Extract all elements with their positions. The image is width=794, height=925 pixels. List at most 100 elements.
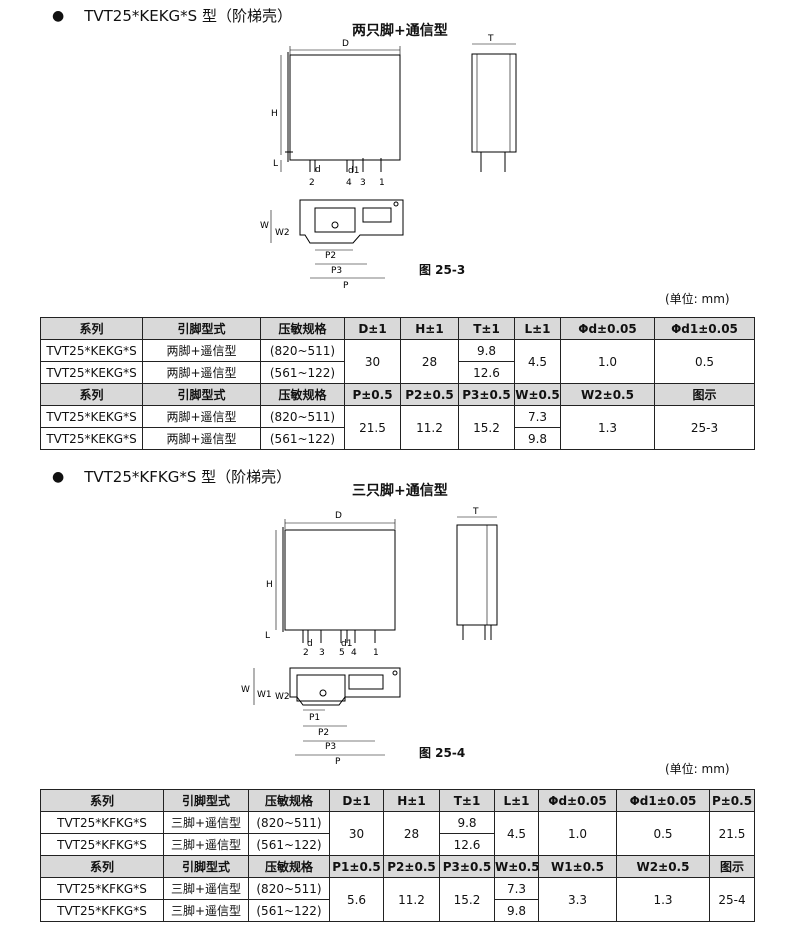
- spec-table: 系列 引脚型式 压敏规格 D±1 H±1 T±1 L±1 Φd±0.05 Φd1…: [40, 789, 755, 922]
- table-row: TVT25*KFKG*S 三脚+遥信型 (561~122) 9.8: [40, 899, 755, 922]
- dim-label-H: H: [266, 580, 273, 590]
- cell-varistor: (820~511): [248, 811, 330, 834]
- cell-varistor: (561~122): [248, 899, 330, 922]
- cell-series: TVT25*KEKG*S: [40, 361, 143, 384]
- col-header: W2±0.5: [616, 855, 710, 878]
- col-header: P3±0.5: [439, 855, 495, 878]
- table-row: TVT25*KEKG*S 两脚+遥信型 (561~122) 9.8: [40, 427, 755, 450]
- col-header: L±1: [494, 789, 539, 812]
- heading-suffix: 型（阶梯壳）: [196, 468, 292, 486]
- col-header: T±1: [458, 317, 515, 340]
- dim-label-d1: d1: [341, 639, 352, 649]
- cell-T: 9.8: [458, 339, 515, 362]
- unit-note: (单位: mm): [665, 292, 730, 306]
- heading-model: TVT25*KEKG*S: [84, 7, 198, 25]
- table-row: TVT25*KEKG*S 两脚+遥信型 (820~511) 30 28 9.8 …: [40, 339, 755, 384]
- cell-P: 21.5: [709, 811, 755, 856]
- col-header: L±1: [514, 317, 561, 340]
- pin-number: 5: [339, 648, 345, 658]
- dim-label-P1: P1: [309, 713, 320, 723]
- cell-pin: 两脚+遥信型: [142, 339, 261, 362]
- cell-varistor: (820~511): [260, 339, 345, 362]
- col-header: 系列: [40, 855, 164, 878]
- dim-label-H: H: [271, 109, 278, 119]
- pin-number: 4: [351, 648, 357, 658]
- col-header: P±0.5: [344, 383, 401, 406]
- dim-label-L: L: [265, 631, 270, 641]
- col-header: 图示: [654, 383, 755, 406]
- cell-W: 9.8: [494, 899, 539, 922]
- cell-series: TVT25*KEKG*S: [40, 427, 143, 450]
- cell-pin: 两脚+遥信型: [142, 405, 261, 428]
- cell-D: 30: [329, 811, 384, 856]
- cell-T: 12.6: [458, 361, 515, 384]
- cell-series: TVT25*KFKG*S: [40, 877, 164, 900]
- cell-P3: 15.2: [439, 877, 495, 922]
- cell-P2: 11.2: [383, 877, 440, 922]
- dim-label-d1: d1: [348, 166, 359, 176]
- col-header: T±1: [439, 789, 495, 812]
- col-header: W1±0.5: [538, 855, 617, 878]
- cell-varistor: (561~122): [260, 427, 345, 450]
- dim-label-d: d: [315, 165, 321, 175]
- cell-d: 1.0: [560, 339, 655, 384]
- cell-series: TVT25*KFKG*S: [40, 833, 164, 856]
- dim-label-W2: W2: [275, 228, 290, 238]
- pin-number: 3: [319, 648, 325, 658]
- cell-W: 7.3: [494, 877, 539, 900]
- dim-label-W: W: [241, 685, 250, 695]
- cell-W: 7.3: [514, 405, 561, 428]
- dim-label-T: T: [487, 34, 494, 44]
- cell-W: 9.8: [514, 427, 561, 450]
- cell-pin: 两脚+遥信型: [142, 361, 261, 384]
- table-header-row: 系列 引脚型式 压敏规格 D±1 H±1 T±1 L±1 Φd±0.05 Φd1…: [40, 789, 755, 812]
- col-header: 压敏规格: [260, 383, 345, 406]
- col-header: D±1: [344, 317, 401, 340]
- spec-table: 系列 引脚型式 压敏规格 D±1 H±1 T±1 L±1 Φd±0.05 Φd1…: [40, 317, 755, 450]
- col-header: P±0.5: [709, 789, 755, 812]
- cell-pin: 三脚+遥信型: [163, 811, 249, 834]
- pin-number: 2: [309, 178, 315, 188]
- cell-varistor: (820~511): [260, 405, 345, 428]
- table-row: TVT25*KEKG*S 两脚+遥信型 (561~122) 12.6: [40, 361, 755, 384]
- dim-label-P2: P2: [318, 728, 329, 738]
- bullet-icon: ●: [52, 7, 65, 24]
- cell-pin: 三脚+遥信型: [163, 877, 249, 900]
- cell-pin: 两脚+遥信型: [142, 427, 261, 450]
- cell-P2: 11.2: [400, 405, 459, 450]
- dim-label-D: D: [342, 39, 349, 49]
- col-header: Φd±0.05: [538, 789, 617, 812]
- cell-L: 4.5: [494, 811, 539, 856]
- heading-suffix: 型（阶梯壳）: [197, 7, 292, 25]
- section-heading: ● TVT25*KFKG*S 型（阶梯壳）: [52, 466, 291, 487]
- dim-label-P3: P3: [325, 742, 336, 752]
- cell-T: 9.8: [439, 811, 495, 834]
- table-header-row: 系列 引脚型式 压敏规格 P1±0.5 P2±0.5 P3±0.5 W±0.5 …: [40, 855, 755, 878]
- col-header: 引脚型式: [142, 383, 261, 406]
- col-header: P3±0.5: [458, 383, 515, 406]
- col-header: 压敏规格: [248, 855, 330, 878]
- cell-varistor: (561~122): [260, 361, 345, 384]
- cell-d1: 0.5: [616, 811, 710, 856]
- cell-d1: 0.5: [654, 339, 755, 384]
- cell-W2: 1.3: [616, 877, 710, 922]
- cell-pin: 三脚+遥信型: [163, 833, 249, 856]
- pin-number: 4: [346, 178, 352, 188]
- cell-series: TVT25*KFKG*S: [40, 811, 164, 834]
- cell-W2: 1.3: [560, 405, 655, 450]
- col-header: D±1: [329, 789, 384, 812]
- diagram-title: 三只脚+通信型: [352, 483, 448, 499]
- cell-L: 4.5: [514, 339, 561, 384]
- dim-label-W2: W2: [275, 692, 290, 702]
- bullet-icon: ●: [52, 468, 65, 485]
- cell-fig: 25-3: [654, 405, 755, 450]
- col-header: 引脚型式: [163, 855, 249, 878]
- col-header: 图示: [709, 855, 755, 878]
- cell-H: 28: [400, 339, 459, 384]
- col-header: 引脚型式: [142, 317, 261, 340]
- cell-pin: 三脚+遥信型: [163, 899, 249, 922]
- cell-varistor: (561~122): [248, 833, 330, 856]
- unit-note: (单位: mm): [665, 762, 730, 776]
- section-heading: ● TVT25*KEKG*S 型（阶梯壳）: [52, 5, 292, 26]
- dimension-diagram: D H L d d1 2 3 5 4 1 T W W1 W2 P1 P2 P3 …: [241, 507, 498, 767]
